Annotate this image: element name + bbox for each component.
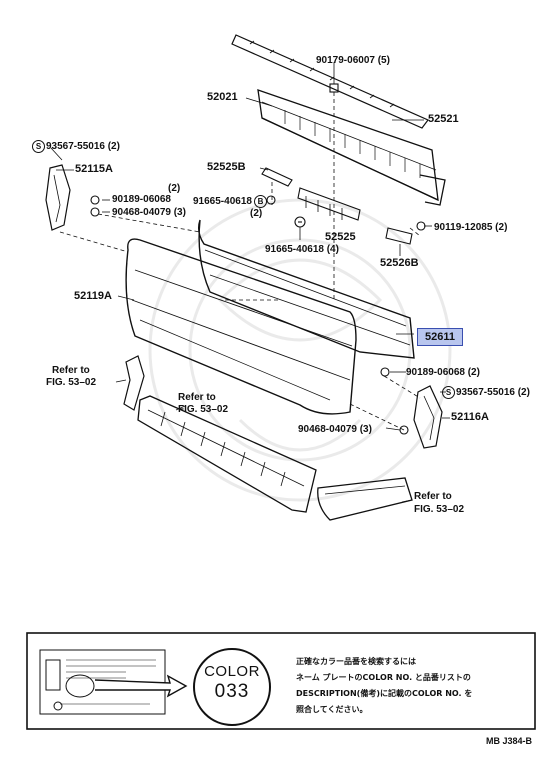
callout-90468-right: 90468-04079 (3) bbox=[298, 424, 372, 435]
lower-stay-left bbox=[123, 355, 145, 411]
callout-90468-left: 90468-04079 (3) bbox=[112, 207, 186, 218]
arrow-icon bbox=[94, 674, 188, 698]
lower-extension-right bbox=[317, 477, 413, 521]
reinforcement-52021 bbox=[257, 89, 446, 206]
callout-90189-left: 90189-06068 bbox=[112, 194, 171, 205]
circled-b-icon: B bbox=[253, 195, 267, 208]
legend-box bbox=[26, 632, 536, 730]
callout-52021: 52021 bbox=[207, 91, 238, 103]
retainer-52521 bbox=[231, 34, 429, 129]
callout-90189-right: 90189-06068 (2) bbox=[406, 367, 480, 378]
callout-90119: 90119-12085 (2) bbox=[434, 222, 508, 233]
callout-52116a: 52116A bbox=[451, 411, 489, 423]
callout-refer-1: Refer to bbox=[52, 365, 90, 376]
callout-90179: 90179-06007 (5) bbox=[316, 55, 390, 66]
note-line-3: DESCRIPTION(備考)に記載のCOLOR NO. を bbox=[296, 689, 473, 698]
page-reference: MB J384-B bbox=[485, 736, 532, 746]
callout-qty-2a: (2) bbox=[168, 183, 181, 194]
dashed-guides bbox=[59, 92, 421, 431]
color-code-badge: COLOR 033 bbox=[193, 648, 271, 726]
bracket-52115a bbox=[45, 164, 71, 231]
name-plate-illustration bbox=[39, 649, 166, 715]
callout-52525: 52525 bbox=[325, 231, 356, 243]
callout-refer-2: Refer to bbox=[178, 392, 216, 403]
absorber-52611 bbox=[197, 219, 415, 359]
callout-fig-2: FIG. 53–02 bbox=[178, 404, 229, 415]
note-line-4: 照合してください。 bbox=[296, 705, 368, 714]
callout-qty-2b: (2) bbox=[250, 208, 263, 219]
circled-s-icon: S bbox=[32, 140, 45, 153]
bumper-cover-52119a bbox=[125, 238, 357, 415]
callout-52119a: 52119A bbox=[74, 290, 112, 302]
color-word: COLOR bbox=[204, 663, 260, 680]
bracket-52116a bbox=[413, 385, 443, 449]
part-52525b-shape bbox=[261, 167, 293, 187]
note-line-2: ネーム プレートのCOLOR NO. と品番リストの bbox=[296, 673, 471, 682]
callout-fig-1: FIG. 53–02 bbox=[46, 377, 97, 388]
callout-refer-3: Refer to bbox=[414, 491, 452, 502]
leader-lines bbox=[50, 62, 450, 503]
circled-s-icon: S bbox=[442, 386, 455, 399]
highlighted-part-52611[interactable]: 52611 bbox=[417, 328, 463, 346]
note-line-1: 正確なカラー品番を検索するには bbox=[296, 657, 416, 666]
lower-grille bbox=[137, 395, 317, 513]
callout-fig-3: FIG. 53–02 bbox=[414, 504, 465, 515]
callout-52526b: 52526B bbox=[380, 257, 419, 269]
small-fasteners bbox=[90, 83, 426, 435]
callout-91665-b: 91665-40618 (4) bbox=[265, 244, 339, 255]
color-number: 033 bbox=[214, 681, 250, 702]
callout-52521: 52521 bbox=[428, 113, 459, 125]
callout-52115a: 52115A bbox=[75, 163, 113, 175]
callout-52525b: 52525B bbox=[207, 161, 246, 173]
